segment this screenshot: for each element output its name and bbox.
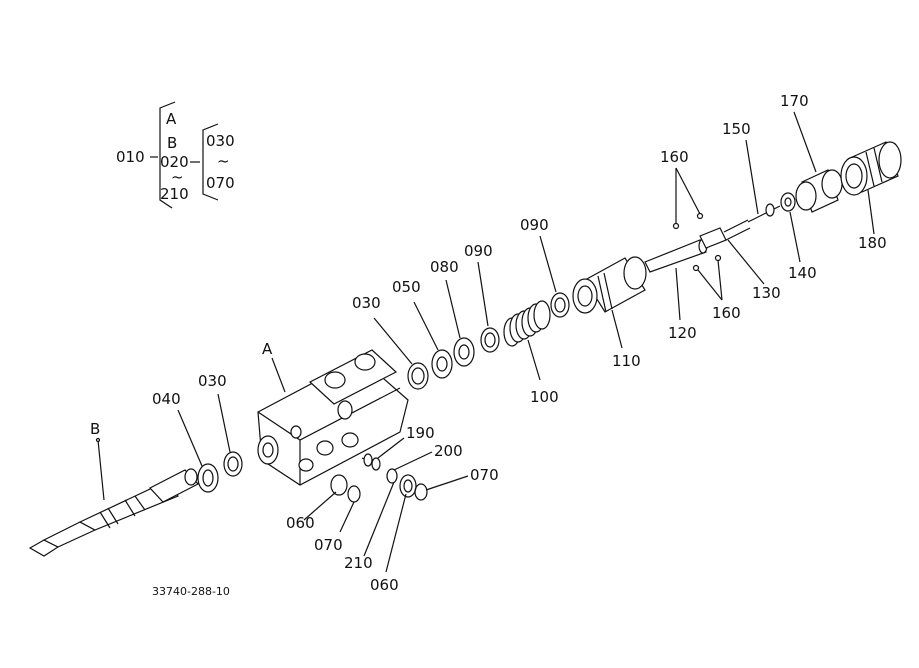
label-210: 210 [344, 554, 373, 572]
housing-a [257, 349, 409, 486]
washer-090-right [550, 292, 570, 318]
label-160-bottom: 160 [712, 304, 741, 322]
label-160-top: 160 [660, 148, 689, 166]
label-040: 040 [152, 390, 181, 408]
legend-020: 020 [160, 153, 189, 171]
legend-070: 070 [206, 174, 235, 192]
label-150: 150 [722, 120, 751, 138]
legend-210: 210 [160, 185, 189, 203]
label-180: 180 [858, 234, 887, 252]
label-060-left: 060 [286, 514, 315, 532]
legend-b: B [167, 134, 177, 152]
small-parts-right [361, 453, 428, 501]
spool-b [28, 468, 199, 557]
label-050: 050 [392, 278, 421, 296]
legend-block: 010 A B 020 ~ 210 030 ~ 070 [116, 101, 235, 209]
legend-a: A [166, 110, 177, 128]
label-030-left: 030 [198, 372, 227, 390]
label-110: 110 [612, 352, 641, 370]
legend-tilde: ~ [171, 168, 184, 186]
label-200: 200 [434, 442, 463, 460]
nut-140 [780, 192, 796, 212]
seal-040 [197, 463, 219, 493]
washer-050 [431, 349, 453, 379]
spring-100 [503, 300, 551, 347]
leader-lines [95, 111, 875, 573]
washer-090-left [480, 327, 500, 353]
label-120: 120 [668, 324, 697, 342]
label-090-left: 090 [464, 242, 493, 260]
legend-tilde-2: ~ [217, 152, 230, 170]
label-170: 170 [780, 92, 809, 110]
cap-110 [572, 256, 647, 314]
drawing-number: 33740-288-10 [152, 585, 230, 598]
cap-180 [840, 141, 902, 196]
label-a: A [262, 340, 273, 358]
label-030-right: 030 [352, 294, 381, 312]
sleeve-170 [795, 169, 843, 213]
label-140: 140 [788, 264, 817, 282]
label-190: 190 [406, 424, 435, 442]
washer-080 [453, 337, 475, 367]
seal-060-left [330, 474, 348, 496]
part-labels: B 040 030 A 030 050 080 090 090 100 110 … [90, 92, 887, 594]
label-090-right: 090 [520, 216, 549, 234]
label-070-left: 070 [314, 536, 343, 554]
label-060-right: 060 [370, 576, 399, 594]
label-b: B [90, 420, 100, 438]
label-100: 100 [530, 388, 559, 406]
seal-030-left [223, 451, 243, 477]
seal-030-right [407, 362, 429, 390]
label-080: 080 [430, 258, 459, 276]
rod-150 [747, 205, 781, 223]
oring-070-left [347, 485, 361, 503]
legend-030: 030 [206, 132, 235, 150]
stem-120 [644, 212, 751, 273]
label-070-right: 070 [470, 466, 499, 484]
legend-010: 010 [116, 148, 145, 166]
label-130: 130 [752, 284, 781, 302]
